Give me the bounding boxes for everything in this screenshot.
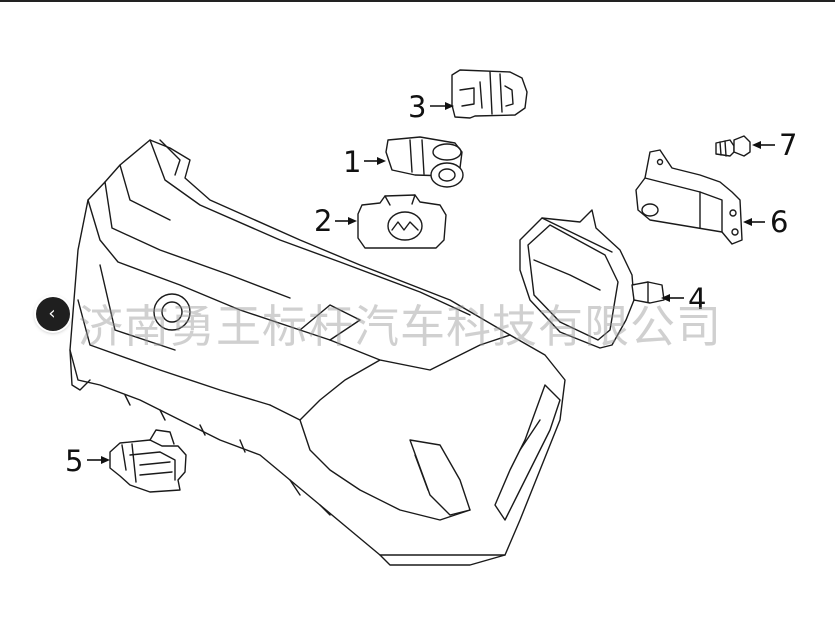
part-2-sensor-retainer	[357, 194, 447, 249]
top-border	[0, 0, 835, 2]
part-3-sensor-holder	[451, 69, 528, 119]
part-1-parking-sensor	[385, 136, 464, 188]
callout-6: 6	[770, 205, 788, 239]
part-4-radar-sensor	[519, 209, 665, 349]
callout-labels: 1 2 3 4 5 6 7	[65, 90, 797, 478]
chevron-left-icon: ‹	[48, 303, 56, 324]
back-button[interactable]: ‹	[36, 297, 70, 331]
front-bumper-cover	[69, 139, 566, 566]
callout-3: 3	[408, 90, 426, 124]
callout-4: 4	[688, 282, 706, 316]
part-6-bracket	[635, 149, 743, 245]
part-7-bolt	[715, 135, 751, 157]
callout-5: 5	[65, 444, 83, 478]
callout-7: 7	[779, 128, 797, 162]
callout-1: 1	[343, 145, 361, 179]
callout-2: 2	[314, 204, 332, 238]
callout-arrows	[87, 102, 775, 464]
part-5-connector	[109, 429, 187, 493]
